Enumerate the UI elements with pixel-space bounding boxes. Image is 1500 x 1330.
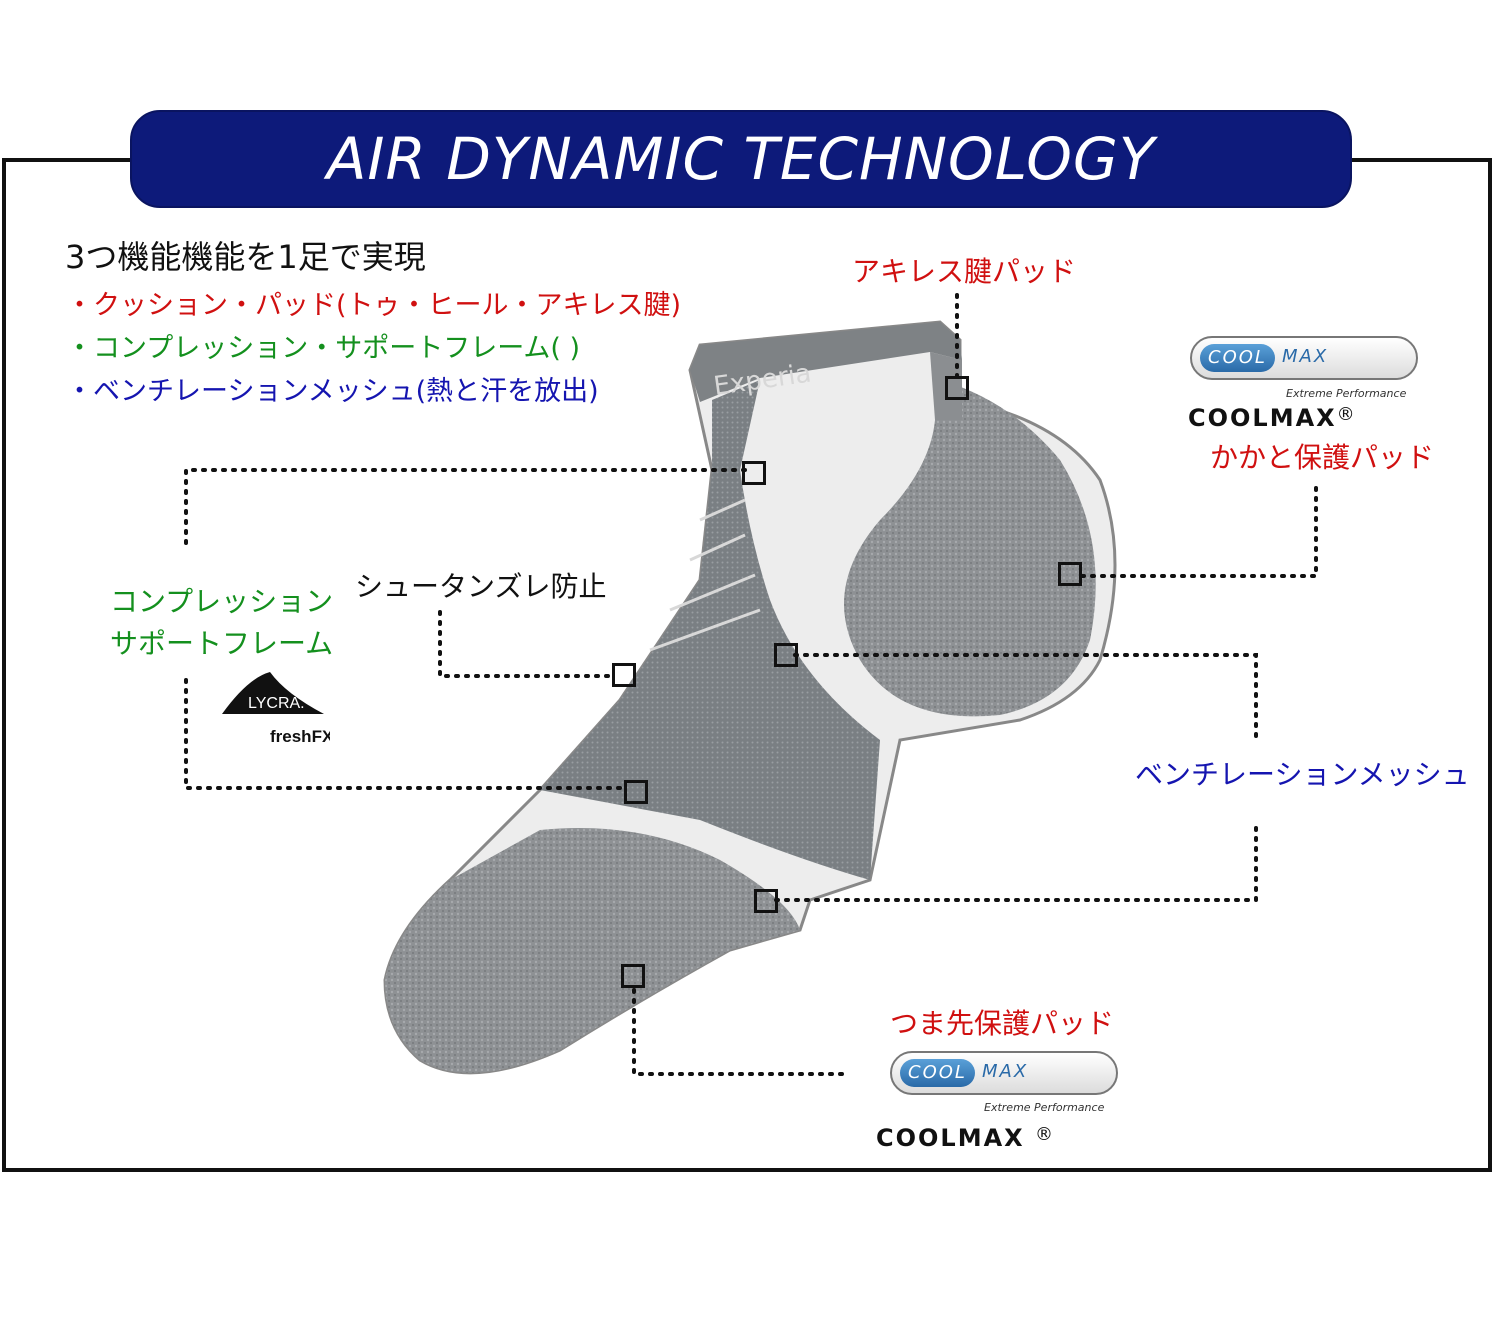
callout-compression-1: コンプレッション [110, 585, 334, 618]
callout-tongue: シュータンズレ防止 [355, 570, 607, 603]
callout-ventilation: ベンチレーションメッシュ [1135, 758, 1470, 791]
sock-cuff [690, 322, 962, 402]
feature-ventilation: ・ベンチレーションメッシュ(熱と汗を放出) [66, 376, 599, 407]
marker-heel [1058, 562, 1082, 586]
marker-toe [621, 964, 645, 988]
marker-achilles [945, 376, 969, 400]
marker-compression-bottom [624, 780, 648, 804]
marker-ventilation-bottom [754, 889, 778, 913]
lycra-logo: LYCRA. freshFX. [222, 672, 330, 746]
lycra-sub: freshFX. [270, 727, 330, 746]
marker-tongue [612, 663, 636, 687]
coolmax-sub-toe: Extreme Performance [984, 1101, 1105, 1114]
coolmax-pill: COOL [1200, 344, 1275, 372]
coolmax-brand-heel: COOLMAX® [1188, 404, 1357, 432]
intro-heading: 3つ機能機能を1足で実現 [65, 238, 426, 276]
lycra-brand: LYCRA. [248, 695, 305, 712]
coolmax-badge-toe: COOL MAX [890, 1051, 1118, 1095]
heel-pad [844, 380, 1096, 717]
coolmax-badge-heel: COOL MAX [1190, 336, 1418, 380]
marker-compression-top [742, 461, 766, 485]
callout-toe: つま先保護パッド [890, 1007, 1115, 1040]
coolmax-pill: COOL [900, 1059, 975, 1087]
feature-cushion: ・クッション・パッド(トゥ・ヒール・アキレス腱) [66, 290, 682, 321]
callout-achilles: アキレス腱パッド [852, 255, 1077, 288]
coolmax-max: MAX [1282, 346, 1329, 367]
marker-ventilation-top [774, 643, 798, 667]
coolmax-brand-toe: COOLMAX ® [876, 1124, 1056, 1152]
title-banner: AIR DYNAMIC TECHNOLOGY [130, 110, 1352, 208]
compression-panel [540, 380, 880, 880]
callout-heel: かかと保護パッド [1210, 441, 1435, 474]
coolmax-max: MAX [982, 1061, 1029, 1082]
feature-compression: ・コンプレッション・サポートフレーム( ) [66, 333, 581, 364]
callout-compression-2: サポートフレーム [110, 627, 334, 660]
coolmax-sub-heel: Extreme Performance [1286, 387, 1407, 400]
banner-title: AIR DYNAMIC TECHNOLOGY [326, 125, 1156, 193]
toe-pad [385, 828, 800, 1073]
